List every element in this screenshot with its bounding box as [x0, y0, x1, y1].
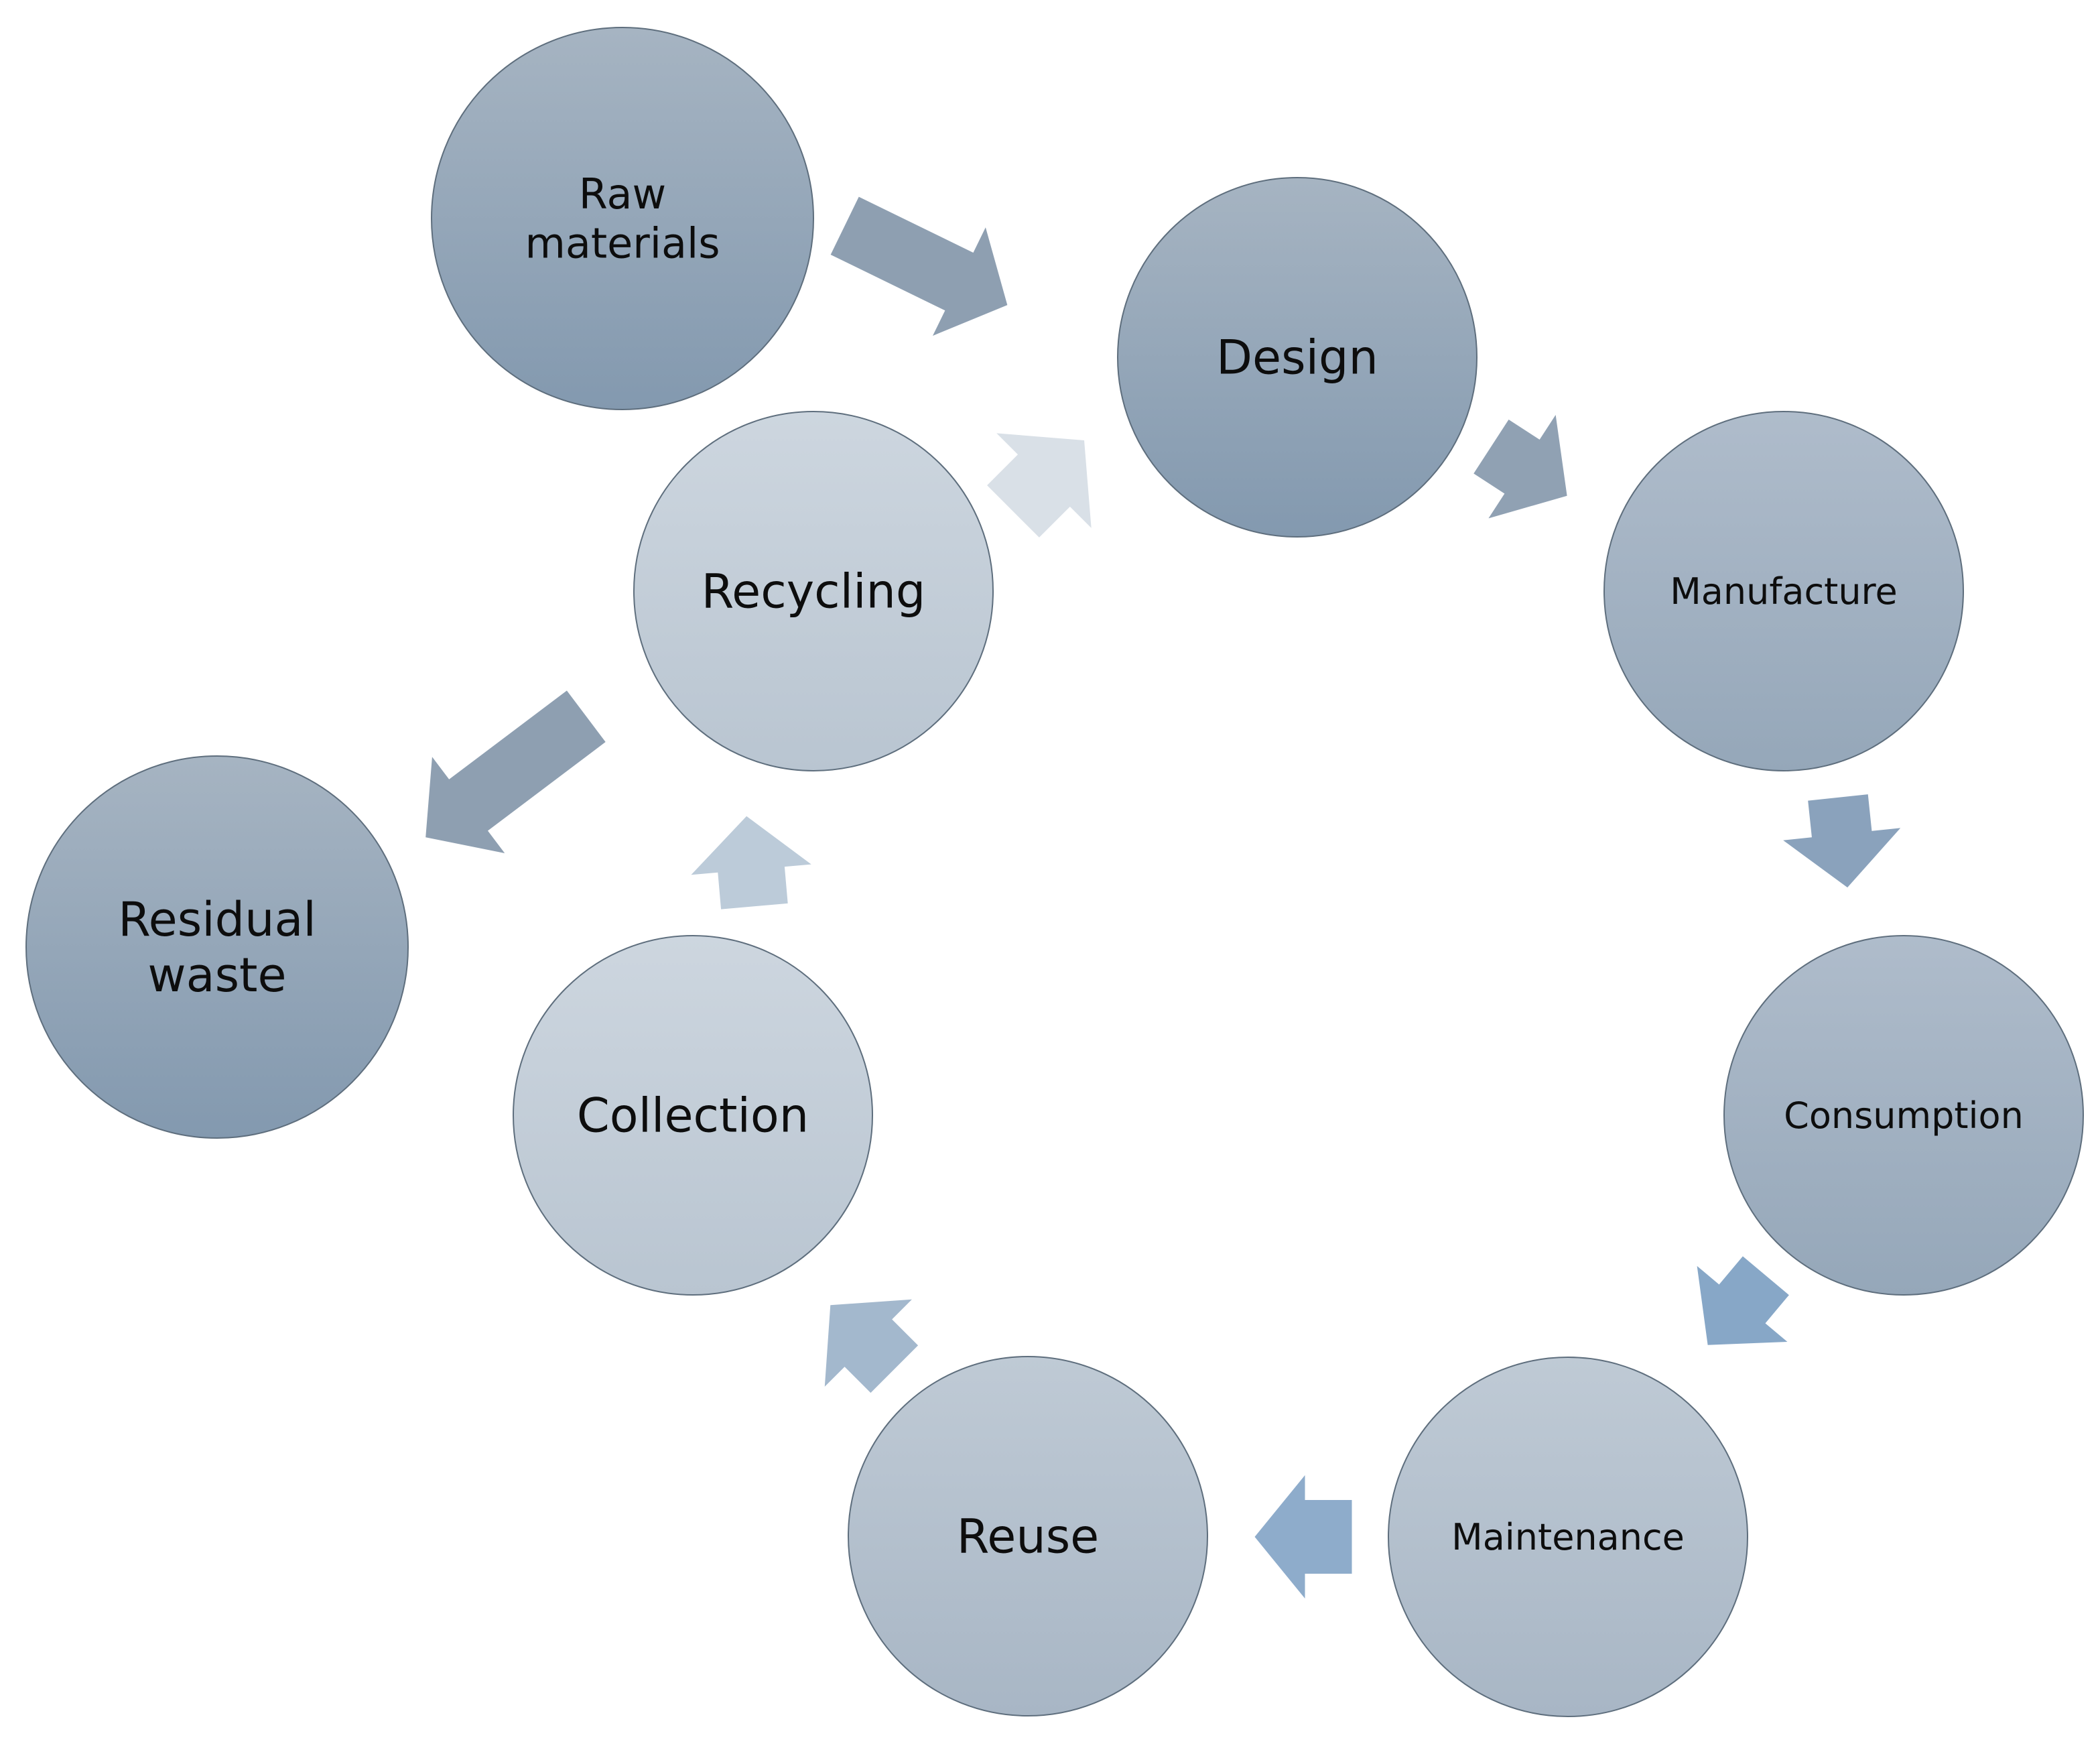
node-circle-manufacture: [1603, 411, 1964, 771]
node-design: Design: [1117, 177, 1478, 538]
node-layer: RawmaterialsDesignManufactureConsumption…: [25, 27, 2084, 1717]
arrow-collection-recycling: [691, 816, 811, 910]
arrow-design-manufacture: [1473, 415, 1567, 519]
node-label-consumption: Consumption: [1784, 1094, 2024, 1137]
node-consumption: Consumption: [1723, 935, 2084, 1296]
node-recycling: Recycling: [633, 411, 994, 771]
node-label-residual-line-2: waste: [147, 948, 286, 1003]
arrow-recycling-design: [987, 433, 1092, 538]
node-label-raw-line-1: Raw: [579, 170, 666, 218]
arrow-raw-design: [830, 196, 1008, 336]
arrow-manufacture-consumption: [1783, 794, 1901, 888]
node-circle-recycling: [633, 411, 994, 771]
node-label-residual-line-1: Residual: [118, 892, 316, 947]
node-circle-design: [1117, 177, 1478, 538]
node-label-recycling: Recycling: [702, 564, 926, 619]
arrow-maintenance-reuse: [1254, 1475, 1352, 1599]
node-maintenance: Maintenance: [1388, 1357, 1748, 1717]
node-label-design: Design: [1216, 330, 1378, 385]
node-label-manufacture: Manufacture: [1670, 570, 1898, 613]
node-circle-consumption: [1723, 935, 2084, 1296]
node-circle-reuse: [848, 1356, 1208, 1716]
node-label-collection: Collection: [577, 1088, 809, 1143]
arrow-recycling-residual: [425, 690, 606, 854]
node-manufacture: Manufacture: [1603, 411, 1964, 771]
node-circle-residual: [25, 755, 409, 1139]
node-label-reuse: Reuse: [957, 1509, 1099, 1564]
node-label-maintenance: Maintenance: [1451, 1516, 1685, 1558]
node-circle-maintenance: [1388, 1357, 1748, 1717]
node-circle-collection: [513, 935, 873, 1296]
arrow-reuse-collection: [824, 1299, 919, 1393]
node-circle-raw: [431, 27, 814, 410]
node-reuse: Reuse: [848, 1356, 1208, 1716]
node-collection: Collection: [513, 935, 873, 1296]
node-label-raw-line-2: materials: [525, 218, 720, 267]
arrow-layer: [425, 196, 1901, 1599]
arrow-consumption-maintenance: [1697, 1256, 1789, 1345]
